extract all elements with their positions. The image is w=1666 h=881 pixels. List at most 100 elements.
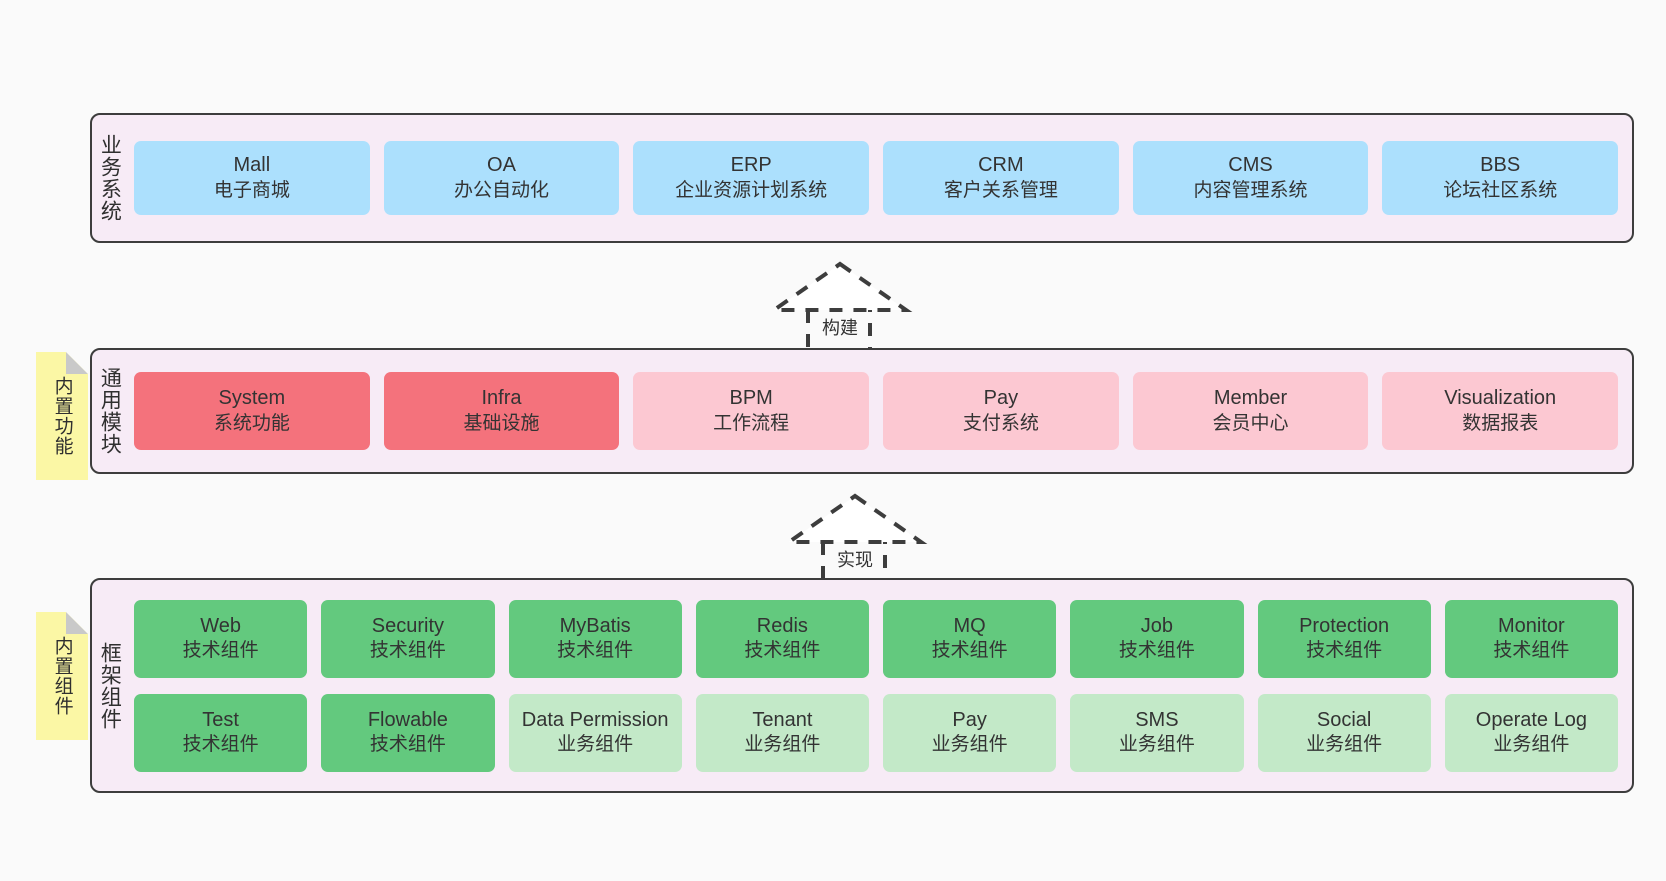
node-title: Security	[371, 614, 444, 637]
node-operate-log[interactable]: Operate Log 业务组件	[1444, 693, 1618, 772]
node-subtitle: 系统功能	[213, 412, 290, 434]
node-visualization[interactable]: Visualization 数据报表	[1382, 372, 1619, 450]
connector-implement-arrow: 实现	[775, 490, 935, 586]
node-subtitle: 技术组件	[931, 640, 1008, 662]
layer-body-framework-components: Web 技术组件 Security 技术组件 MyBatis 技术组件 Redi…	[126, 580, 1632, 791]
node-security[interactable]: Security 技术组件	[321, 599, 495, 678]
node-row: System 系统功能 Infra 基础设施 BPM 工作流程 Pay 支付系统…	[134, 372, 1619, 450]
node-cms[interactable]: CMS 内容管理系统	[1132, 141, 1369, 215]
node-erp[interactable]: ERP 企业资源计划系统	[633, 141, 870, 215]
node-protection[interactable]: Protection 技术组件	[1257, 599, 1431, 678]
node-subtitle: 工作流程	[713, 412, 790, 434]
node-title: Tenant	[752, 708, 813, 731]
layer-label-business-systems: 业务系统	[98, 134, 122, 222]
node-subtitle: 技术组件	[182, 640, 259, 662]
node-title: SMS	[1135, 708, 1179, 731]
node-subtitle: 电子商城	[213, 179, 290, 201]
node-subtitle: 业务组件	[744, 734, 821, 756]
node-title: Social	[1316, 708, 1372, 731]
node-title: Pay	[983, 387, 1019, 410]
layer-common-modules[interactable]: 通用模块 System 系统功能 Infra 基础设施 BPM 工作流程 Pay…	[90, 348, 1634, 474]
connector-build-arrow: 构建	[760, 258, 920, 354]
note-fold-corner-icon	[66, 352, 88, 374]
node-title: MyBatis	[559, 614, 631, 637]
node-subtitle: 支付系统	[962, 412, 1039, 434]
node-crm[interactable]: CRM 客户关系管理	[883, 141, 1119, 215]
node-subtitle: 会员中心	[1212, 412, 1289, 434]
node-mq[interactable]: MQ 技术组件	[883, 599, 1057, 678]
node-title: ERP	[730, 154, 772, 177]
note-label: 内置功能	[51, 376, 73, 456]
node-row: Mall 电子商城 OA 办公自动化 ERP 企业资源计划系统 CRM 客户关系…	[134, 141, 1619, 215]
node-flowable[interactable]: Flowable 技术组件	[321, 693, 495, 772]
node-subtitle: 论坛社区系统	[1443, 179, 1558, 201]
node-title: Flowable	[367, 708, 448, 731]
node-subtitle: 客户关系管理	[943, 179, 1058, 201]
node-subtitle: 业务组件	[931, 734, 1008, 756]
note-label: 内置组件	[51, 636, 73, 716]
layer-body-common-modules: System 系统功能 Infra 基础设施 BPM 工作流程 Pay 支付系统…	[126, 350, 1632, 472]
node-pay-module[interactable]: Pay 支付系统	[883, 372, 1119, 450]
node-mybatis[interactable]: MyBatis 技术组件	[508, 599, 682, 678]
node-title: OA	[487, 154, 516, 177]
node-subtitle: 技术组件	[369, 640, 446, 662]
node-bpm[interactable]: BPM 工作流程	[633, 372, 870, 450]
node-tenant[interactable]: Tenant 业务组件	[695, 693, 869, 772]
node-subtitle: 办公自动化	[454, 179, 550, 201]
node-subtitle: 技术组件	[744, 640, 821, 662]
node-redis[interactable]: Redis 技术组件	[695, 599, 869, 678]
node-title: Data Permission	[521, 708, 669, 731]
node-subtitle: 业务组件	[557, 734, 634, 756]
node-subtitle: 技术组件	[1306, 640, 1383, 662]
layer-business-systems[interactable]: 业务系统 Mall 电子商城 OA 办公自动化 ERP 企业资源计划系统 CRM…	[90, 113, 1634, 243]
layer-label-framework-components: 框架组件	[98, 641, 122, 730]
node-title: MQ	[953, 614, 986, 637]
node-subtitle: 基础设施	[463, 412, 540, 434]
note-builtin-components[interactable]: 内置组件	[36, 612, 88, 740]
node-oa[interactable]: OA 办公自动化	[383, 141, 620, 215]
node-row: Web 技术组件 Security 技术组件 MyBatis 技术组件 Redi…	[134, 599, 1618, 678]
node-sms[interactable]: SMS 业务组件	[1070, 693, 1244, 772]
note-fold-corner-icon	[66, 612, 88, 634]
node-job[interactable]: Job 技术组件	[1070, 599, 1244, 678]
layer-label-common-modules: 通用模块	[98, 367, 122, 455]
layer-body-business-systems: Mall 电子商城 OA 办公自动化 ERP 企业资源计划系统 CRM 客户关系…	[126, 115, 1632, 241]
node-member[interactable]: Member 会员中心	[1132, 372, 1369, 450]
node-monitor[interactable]: Monitor 技术组件	[1444, 599, 1618, 678]
node-test[interactable]: Test 技术组件	[134, 693, 308, 772]
node-title: BPM	[729, 387, 773, 410]
node-pay-component[interactable]: Pay 业务组件	[883, 693, 1057, 772]
node-subtitle: 技术组件	[1118, 640, 1195, 662]
node-subtitle: 业务组件	[1493, 734, 1570, 756]
node-title: System	[218, 387, 286, 410]
node-data-permission[interactable]: Data Permission 业务组件	[508, 693, 682, 772]
node-title: Pay	[952, 708, 987, 731]
node-title: Infra	[481, 387, 522, 410]
node-subtitle: 数据报表	[1462, 412, 1539, 434]
node-subtitle: 内容管理系统	[1193, 179, 1308, 201]
node-subtitle: 技术组件	[557, 640, 634, 662]
node-title: Protection	[1299, 614, 1390, 637]
note-builtin-features[interactable]: 内置功能	[36, 352, 88, 480]
node-row: Test 技术组件 Flowable 技术组件 Data Permission …	[134, 693, 1618, 772]
node-subtitle: 企业资源计划系统	[675, 179, 828, 201]
node-title: Mall	[233, 154, 271, 177]
layer-framework-components[interactable]: 框架组件 Web 技术组件 Security 技术组件 MyBatis 技术组件…	[90, 578, 1634, 793]
node-title: Visualization	[1444, 387, 1557, 410]
node-social[interactable]: Social 业务组件	[1257, 693, 1431, 772]
node-mall[interactable]: Mall 电子商城	[134, 141, 370, 215]
node-system[interactable]: System 系统功能	[134, 372, 370, 450]
node-title: BBS	[1480, 154, 1521, 177]
node-title: Redis	[756, 614, 808, 637]
node-subtitle: 技术组件	[369, 734, 446, 756]
node-infra[interactable]: Infra 基础设施	[383, 372, 620, 450]
node-title: Member	[1213, 387, 1288, 410]
node-title: Operate Log	[1475, 708, 1587, 731]
node-subtitle: 业务组件	[1118, 734, 1195, 756]
node-subtitle: 技术组件	[182, 734, 259, 756]
node-bbs[interactable]: BBS 论坛社区系统	[1382, 141, 1619, 215]
node-web[interactable]: Web 技术组件	[134, 599, 308, 678]
node-subtitle: 业务组件	[1306, 734, 1383, 756]
node-subtitle: 技术组件	[1493, 640, 1570, 662]
